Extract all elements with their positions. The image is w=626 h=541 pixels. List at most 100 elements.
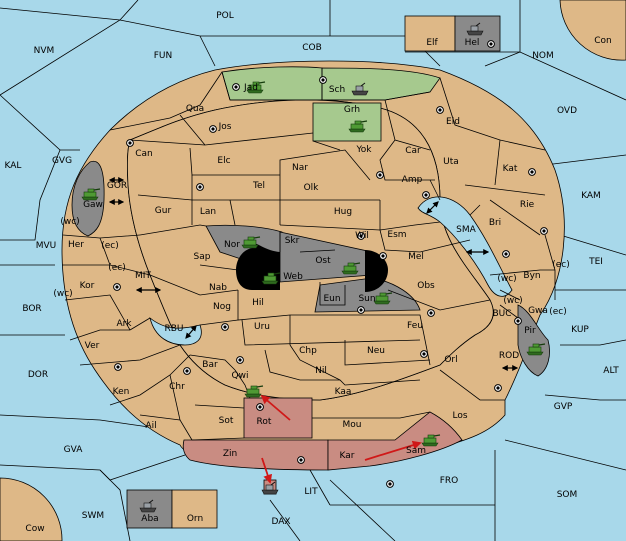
coast-label: (ec) xyxy=(101,241,119,251)
con-region[interactable] xyxy=(559,0,626,61)
province-label-kat: Kat xyxy=(503,164,518,174)
province-label-zin: Zin xyxy=(223,449,237,459)
province-label-elc: Elc xyxy=(217,156,230,166)
supply-center-marker xyxy=(221,323,229,331)
sea-label-gvp: GVP xyxy=(554,402,573,412)
province-label-hel: Hel xyxy=(465,38,480,48)
sea-label-fro: FRO xyxy=(440,476,459,486)
order-arrow-kar xyxy=(364,440,422,461)
sea-label-dax: DAX xyxy=(271,517,290,527)
province-label-nar: Nar xyxy=(292,163,308,173)
province-label-orl: Orl xyxy=(444,355,457,365)
sea-label-rbu: RBU xyxy=(164,324,183,334)
sea-label-pol: POL xyxy=(216,11,234,21)
sea-label-alt: ALT xyxy=(603,366,619,376)
supply-center-marker xyxy=(528,168,536,176)
supply-center-marker xyxy=(487,40,495,48)
province-label-chp: Chp xyxy=(299,346,317,356)
province-label-grh: Grh xyxy=(344,105,360,115)
supply-center-marker xyxy=(502,250,510,258)
sea-label-fun: FUN xyxy=(154,51,173,61)
province-label-ail: Ail xyxy=(145,421,156,431)
supply-center-marker xyxy=(319,76,327,84)
province-label-rot: Rot xyxy=(257,417,272,427)
sea-label-ovd: OVD xyxy=(557,106,577,116)
province-label-chr: Chr xyxy=(169,382,185,392)
supply-center-marker xyxy=(114,363,122,371)
province-label-bar: Bar xyxy=(202,360,218,370)
sea-label-mit: MIT xyxy=(135,271,151,281)
supply-center-marker xyxy=(514,317,522,325)
sea-label-con: Con xyxy=(594,36,612,46)
supply-center-marker xyxy=(232,83,240,91)
coast-label: (wc) xyxy=(60,217,79,227)
province-label-lan: Lan xyxy=(200,207,216,217)
supply-center-marker xyxy=(113,283,121,291)
supply-center-marker xyxy=(386,480,394,488)
sea-label-cow: Cow xyxy=(25,524,44,534)
sea-label-dor: DOR xyxy=(28,370,48,380)
sea-label-sma: SMA xyxy=(456,225,476,235)
province-label-nil: Nil xyxy=(315,366,327,376)
province-label-qua: Qua xyxy=(186,104,204,114)
province-label-gur: Gur xyxy=(155,206,172,216)
sea-label-gor: GOR xyxy=(107,181,127,191)
supply-center-marker xyxy=(494,384,502,392)
province-label-yok: Yok xyxy=(355,145,372,155)
sea-label-gva: GVA xyxy=(64,445,84,455)
province-label-mel: Mel xyxy=(408,252,424,262)
province-label-nor: Nor xyxy=(224,240,240,250)
sea-label-som: SOM xyxy=(557,490,578,500)
coast-label: (ec) xyxy=(549,307,567,317)
province-label-nab: Nab xyxy=(209,283,227,293)
cow-region[interactable] xyxy=(0,477,63,541)
province-label-orn: Orn xyxy=(187,514,203,524)
sea-label-swm: SWM xyxy=(82,511,104,521)
province-label-tel: Tel xyxy=(252,181,265,191)
coast-label: (wc) xyxy=(53,289,72,299)
order-arrow-zin xyxy=(261,457,272,484)
supply-center-marker xyxy=(209,125,217,133)
supply-center-marker xyxy=(256,403,264,411)
sea-label-nvm: NVM xyxy=(34,46,55,56)
supply-center-marker xyxy=(420,350,428,358)
province-label-kor: Kor xyxy=(80,281,95,291)
supply-center-marker xyxy=(427,309,435,317)
supply-center-marker xyxy=(196,183,204,191)
province-label-uru: Uru xyxy=(254,322,270,332)
coast-label: (wc) xyxy=(503,296,522,306)
sea-label-bor: BOR xyxy=(22,304,41,314)
sea-label-kup: KUP xyxy=(571,325,589,335)
coast-label: (ec) xyxy=(552,260,570,270)
coast-label: (ec) xyxy=(108,263,126,273)
province-label-sam: Sam xyxy=(406,446,426,456)
province-label-hug: Hug xyxy=(334,207,352,217)
province-label-nog: Nog xyxy=(213,302,231,312)
sea-label-gvg: GVG xyxy=(52,156,72,166)
province-label-ver: Ver xyxy=(85,341,100,351)
province-label-wil: Wil xyxy=(355,231,369,241)
supply-center-marker xyxy=(376,171,384,179)
province-label-can: Can xyxy=(135,149,153,159)
movement-links xyxy=(108,177,519,371)
province-label-ark: Ark xyxy=(116,319,132,329)
province-label-hil: Hil xyxy=(252,298,264,308)
province-label-ken: Ken xyxy=(113,387,130,397)
province-label-bri: Bri xyxy=(489,218,501,228)
sea-label-tei: TEI xyxy=(588,257,603,267)
province-label-kar: Kar xyxy=(340,451,355,461)
province-label-sch: Sch xyxy=(329,85,345,95)
supply-center-marker xyxy=(422,191,430,199)
supply-center-marker xyxy=(126,139,134,147)
order-arrows xyxy=(260,394,422,484)
supply-center-marker xyxy=(183,367,191,375)
supply-center-marker xyxy=(236,356,244,364)
sea-label-kal: KAL xyxy=(5,161,22,171)
province-label-eld: Eld xyxy=(446,117,460,127)
sea-label-cob: COB xyxy=(302,43,322,53)
province-label-sot: Sot xyxy=(219,416,234,426)
supply-center-marker xyxy=(357,232,365,240)
coast-label: (wc) xyxy=(497,274,516,284)
